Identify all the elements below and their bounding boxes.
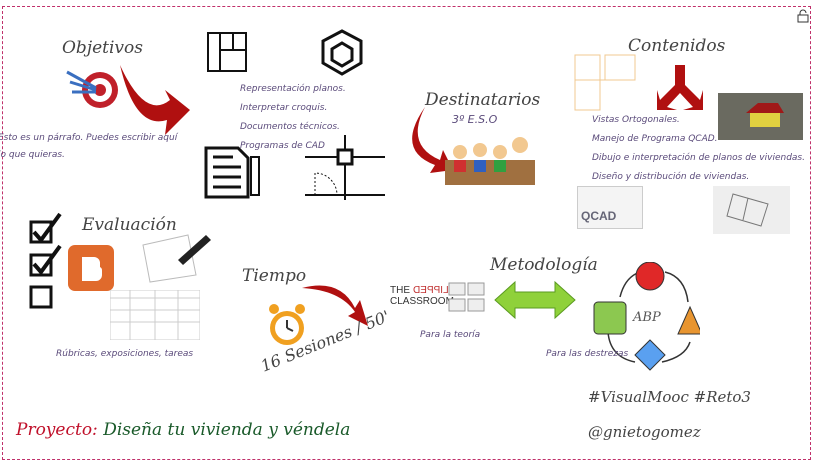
alarm-clock-icon [269,304,305,345]
flipped-classroom-logo: THE FLIPPED CLASSROOM [390,285,454,307]
abp-cycle-diagram [593,262,700,371]
contenido-item: Manejo de Programa QCAD. [592,134,718,144]
canvas-border [2,6,811,460]
contenido-item: Dibujo e interpretación de planos de viv… [592,153,805,163]
destinatarios-title: Destinatarios [425,90,541,110]
flipped-the: THE [390,285,410,296]
project-text: Diseña tu vivienda y véndela [103,420,351,440]
floor-plan-image [713,186,790,234]
split-arrow-icon [657,65,703,110]
objetivo-item: Documentos técnicos. [240,122,340,132]
destinatarios-level: 3º E.S.O [452,113,498,126]
evaluacion-caption: Rúbricas, exposiciones, tareas [56,349,194,359]
classroom-illustration [445,137,535,185]
house-3d-image [718,93,803,140]
contenidos-title: Contenidos [628,36,726,56]
project-label: Proyecto: [16,420,98,440]
target-icon [66,70,118,108]
author-handle: @gnietogomez [588,423,701,441]
objetivos-title: Objetivos [62,38,143,58]
abp-label: ABP [633,310,661,325]
metodologia-title: Metodología [490,255,598,275]
red-arrow-icon [120,65,190,135]
orthographic-views-icon [574,54,636,111]
document-icon [204,146,260,199]
flipped-classroom: CLASSROOM [390,296,454,307]
rubric-table-image [110,290,200,340]
double-arrow-icon [494,280,576,320]
contenidos-list: Vistas Ortogonales. Manejo de Programa Q… [592,111,805,187]
tiempo-title: Tiempo [242,266,307,286]
blogger-icon [68,245,114,291]
objetivos-list: Representación planos. Interpretar croqu… [240,80,346,156]
qcad-logo-text: QCAD [581,209,617,223]
objetivo-item: Interpretar croquis. [240,103,328,113]
hashtags: #VisualMooc #Reto3 [588,388,751,406]
notepad-pencil-icon [142,234,211,283]
checklist-icon [29,212,62,309]
contenido-item: Diseño y distribución de viviendas. [592,172,750,182]
red-curved-arrow-icon [412,107,453,173]
cube-icon [321,29,363,76]
flipped-screens-icon [448,282,485,312]
project-title: Proyecto: Diseña tu vivienda y véndela [16,420,350,440]
red-arrow-icon [302,285,368,326]
contenido-item: Vistas Ortogonales. [592,115,680,125]
objetivo-item: Programas de CAD [240,141,325,151]
objetivo-item: Representación planos. [240,84,346,94]
lock-icon[interactable] [797,9,809,23]
teoria-caption: Para la teoría [420,330,481,340]
qcad-logo: QCAD [577,186,643,229]
cad-crosshair-icon [305,135,385,200]
objetivos-paragraph: Esto es un párrafo. Puedes escribir aquí… [0,133,178,160]
destrezas-caption: Para las destrezas [546,349,629,359]
blueprint-icon [207,32,247,72]
evaluacion-title: Evaluación [82,215,177,235]
